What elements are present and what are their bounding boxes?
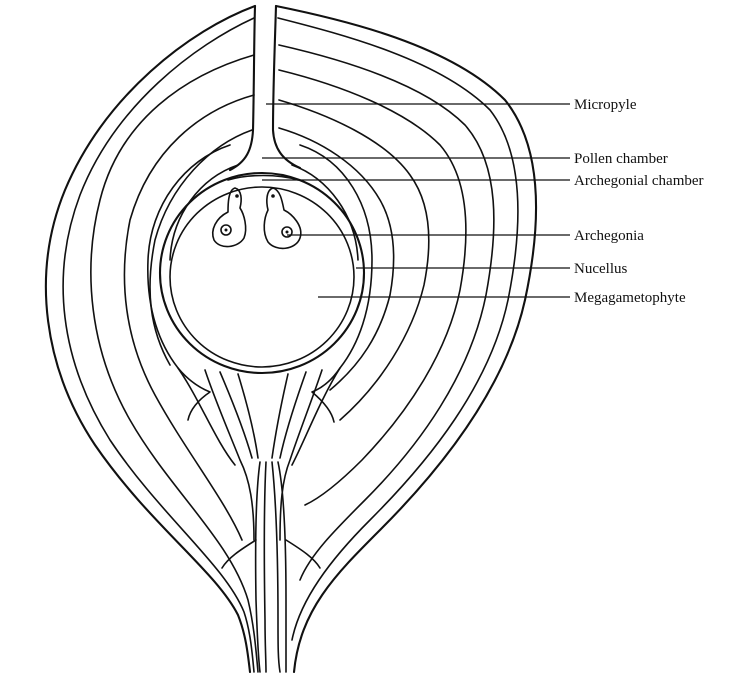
label-nucellus: Nucellus	[574, 261, 627, 277]
label-pollen-chamber: Pollen chamber	[574, 151, 668, 167]
label-archegonia: Archegonia	[574, 228, 644, 244]
archegonium-right-neck-cell	[271, 194, 275, 198]
stalk-right-a	[272, 462, 280, 672]
stalk-right-b	[278, 462, 286, 672]
archegonium-left-nucleolus	[225, 229, 228, 232]
megagametophyte-outline	[160, 173, 364, 373]
megagametophyte	[160, 173, 364, 373]
stalk-left-a	[256, 462, 260, 672]
archegonia	[213, 188, 301, 248]
micropyle-canal-left	[230, 6, 255, 170]
integument-layer-right-2	[279, 45, 494, 580]
labels: Micropyle Pollen chamber Archegonial cha…	[574, 97, 704, 306]
micropyle-canal-right	[273, 6, 300, 168]
integument-layer-left-3	[124, 95, 254, 540]
integument-layer-left-1	[63, 18, 254, 672]
label-micropyle: Micropyle	[574, 97, 637, 113]
chalaza-left-2	[220, 372, 252, 458]
nucellus	[148, 145, 372, 465]
label-megagametophyte: Megagametophyte	[574, 290, 686, 306]
vascular-branch-left	[222, 540, 256, 568]
micropyle-canal	[230, 6, 300, 170]
integument	[46, 6, 536, 672]
archegonium-right	[264, 188, 301, 248]
archegonium-left	[213, 188, 246, 247]
archegonium-left-neck-cell	[235, 194, 239, 198]
chalaza-right-3	[272, 374, 288, 458]
stalk-left-b	[264, 462, 266, 672]
integument-layer-right-4	[279, 100, 429, 420]
megagametophyte-inner	[170, 187, 354, 367]
label-archegonial-chamber: Archegonial chamber	[574, 173, 704, 189]
integument-layer-right-3	[279, 70, 466, 505]
archegonium-right-nucleolus	[286, 231, 289, 234]
